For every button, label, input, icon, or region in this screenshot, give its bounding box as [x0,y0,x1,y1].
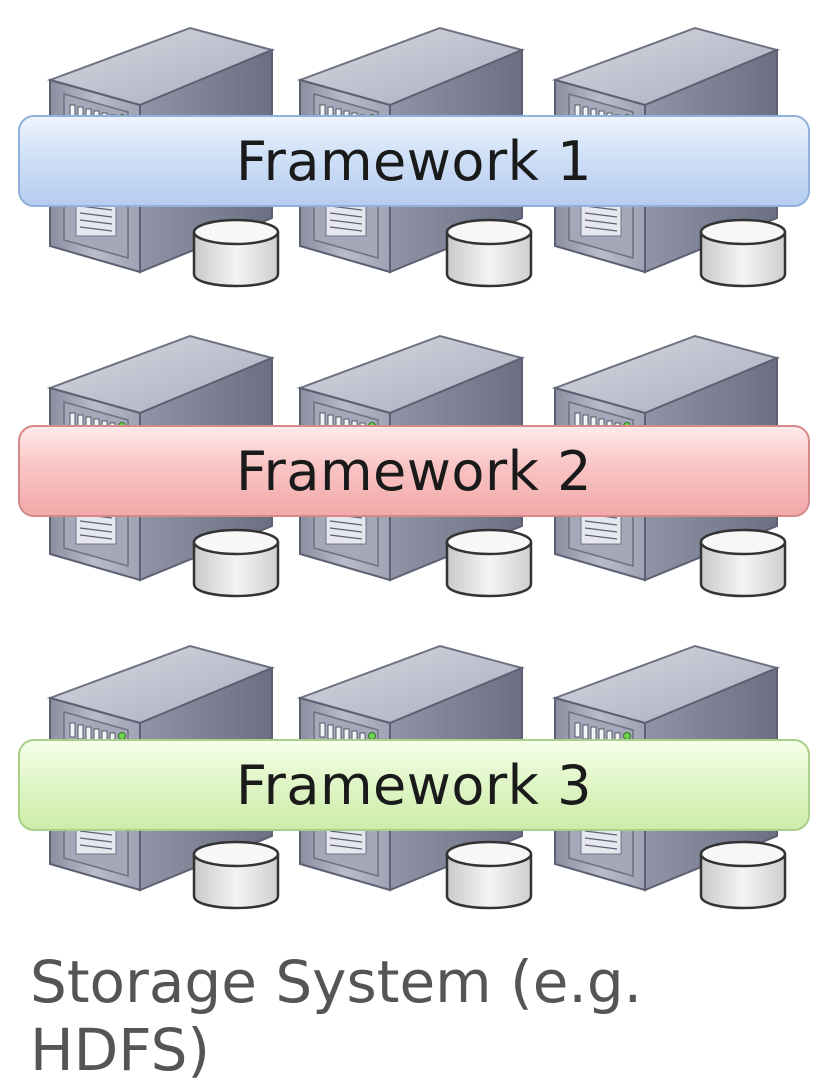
disk-icon [697,836,789,912]
framework-2-band: Framework 2 [18,425,810,517]
storage-system-label: Storage System (e.g. HDFS) [30,948,643,1084]
framework-3-band: Framework 3 [18,739,810,831]
disk-icon [443,524,535,600]
disk-icon [190,524,282,600]
framework-3-label: Framework 3 [236,753,592,817]
disk-icon [697,524,789,600]
disk-icon [697,214,789,290]
framework-1-label: Framework 1 [236,129,592,193]
framework-2-label: Framework 2 [236,439,592,503]
disk-icon [190,214,282,290]
disk-icon [443,836,535,912]
disk-icon [190,836,282,912]
disk-icon [443,214,535,290]
framework-1-band: Framework 1 [18,115,810,207]
